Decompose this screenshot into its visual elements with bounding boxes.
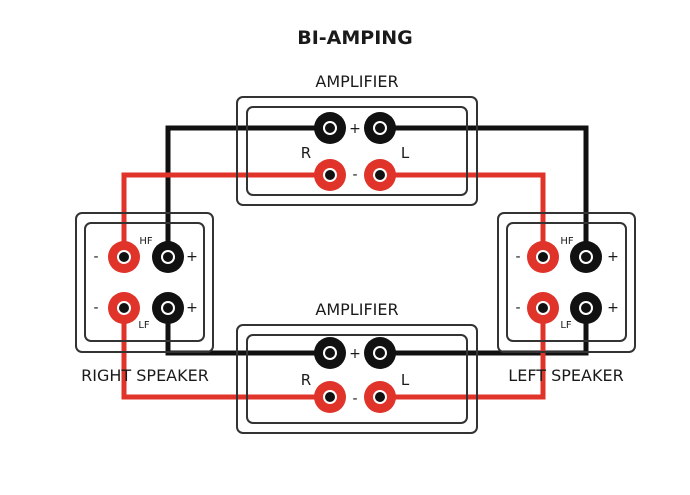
amplifier-bottom-inner-panel <box>246 334 468 424</box>
speaker-right-hf-plus-sign: + <box>186 249 198 265</box>
amplifier-bottom-outer-panel <box>236 324 478 434</box>
speaker-right: - + - + HF LF RIGHT SPEAKER <box>75 212 214 385</box>
speaker-left-hf-minus-sign: - <box>515 249 520 265</box>
wire-left-lf-negative <box>380 308 546 400</box>
amplifier-bottom-label: AMPLIFIER <box>315 300 398 319</box>
amplifier-bottom-channel-l: L <box>401 371 410 389</box>
speaker-left-lf-positive-terminal <box>570 292 602 324</box>
amplifier-top-label: AMPLIFIER <box>315 72 398 91</box>
wire-left-hf-negative <box>380 172 546 257</box>
amplifier-top-r-positive-terminal <box>314 112 346 144</box>
amplifier-bottom-l-negative-terminal <box>364 381 396 413</box>
diagram-title: BI-AMPING <box>297 27 413 49</box>
speaker-right-lf-label: LF <box>138 320 150 331</box>
amplifier-top-outer-panel <box>236 96 478 206</box>
speaker-right-hf-positive-terminal <box>152 241 184 273</box>
amplifier-top-l-positive-terminal <box>364 112 396 144</box>
amplifier-bottom: AMPLIFIER R L + - <box>236 300 478 434</box>
speaker-right-inner-panel <box>84 222 205 342</box>
speaker-left-lf-minus-sign: - <box>515 300 520 316</box>
wire-left-hf-positive <box>380 125 589 257</box>
speaker-right-outer-panel <box>75 212 214 353</box>
amplifier-top-minus-sign: - <box>352 167 357 183</box>
speaker-left-lf-negative-terminal <box>527 292 559 324</box>
amplifier-top-channel-l: L <box>401 144 410 162</box>
amplifier-bottom-minus-sign: - <box>352 391 357 407</box>
amplifier-bottom-plus-sign: + <box>349 346 361 362</box>
speaker-right-lf-positive-terminal <box>152 292 184 324</box>
amplifier-bottom-r-negative-terminal <box>314 381 346 413</box>
amplifier-top-r-negative-terminal <box>314 159 346 191</box>
speaker-left-hf-positive-terminal <box>570 241 602 273</box>
amplifier-bottom-channel-r: R <box>301 371 311 389</box>
speaker-left: - + - + HF LF LEFT SPEAKER <box>497 212 636 385</box>
speaker-left-hf-negative-terminal <box>527 241 559 273</box>
speaker-left-lf-label: LF <box>560 320 572 331</box>
amplifier-top-inner-panel <box>246 106 468 196</box>
terminals <box>108 112 602 413</box>
speaker-right-hf-minus-sign: - <box>93 249 98 265</box>
speaker-right-label: RIGHT SPEAKER <box>81 366 209 385</box>
speaker-right-hf-negative-terminal <box>108 241 140 273</box>
wire-right-hf-negative <box>121 172 330 257</box>
amplifier-top-channel-r: R <box>301 144 311 162</box>
amplifier-top: AMPLIFIER R L + - <box>236 72 478 206</box>
speaker-left-outer-panel <box>497 212 636 353</box>
wire-right-lf-negative <box>121 308 330 400</box>
speaker-left-lf-plus-sign: + <box>607 300 619 316</box>
speaker-right-lf-minus-sign: - <box>93 300 98 316</box>
speaker-right-lf-plus-sign: + <box>186 300 198 316</box>
amplifier-bottom-l-positive-terminal <box>364 337 396 369</box>
speaker-right-hf-label: HF <box>139 236 153 247</box>
speaker-left-label: LEFT SPEAKER <box>508 366 623 385</box>
amplifier-top-plus-sign: + <box>349 121 361 137</box>
amplifier-top-l-negative-terminal <box>364 159 396 191</box>
amplifier-bottom-r-positive-terminal <box>314 337 346 369</box>
speaker-left-hf-plus-sign: + <box>607 249 619 265</box>
speaker-left-inner-panel <box>506 222 627 342</box>
speaker-left-hf-label: HF <box>560 236 574 247</box>
speaker-right-lf-negative-terminal <box>108 292 140 324</box>
